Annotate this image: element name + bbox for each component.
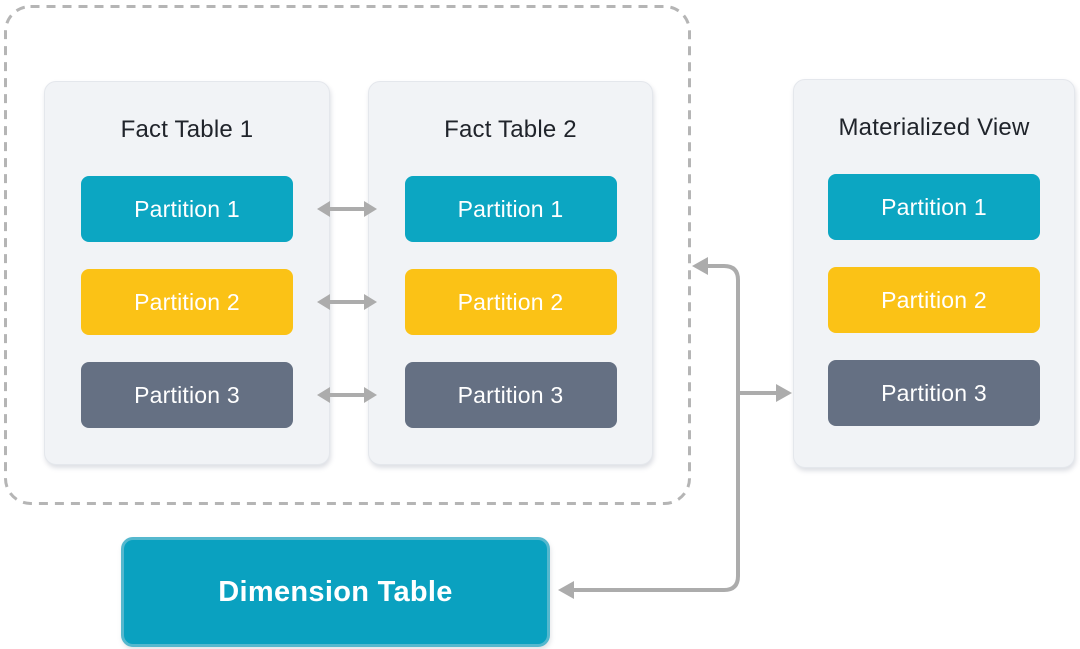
arrowhead-to-fact-tables-icon	[692, 257, 708, 275]
fact-table-1-partition-3: Partition 3	[81, 362, 293, 428]
arrowhead-to-dimension-table-icon	[558, 581, 574, 599]
dimension-table-box: Dimension Table	[121, 537, 550, 647]
arrowhead-to-materialized-view-icon	[776, 384, 792, 402]
materialized-view-card: Materialized View Partition 1 Partition …	[793, 79, 1075, 468]
fact-table-1-title: Fact Table 1	[120, 116, 254, 143]
materialized-view-title: Materialized View	[838, 114, 1030, 141]
fact-table-1-partition-2: Partition 2	[81, 269, 293, 335]
fact-table-2-partitions: Partition 1 Partition 2 Partition 3	[404, 176, 617, 428]
fact-table-2-partition-3: Partition 3	[404, 362, 617, 428]
materialized-view-partition-2: Partition 2	[828, 267, 1040, 333]
fact-table-2-partition-2: Partition 2	[404, 269, 617, 335]
fact-table-1-partitions: Partition 1 Partition 2 Partition 3	[81, 176, 293, 428]
fact-table-2-title: Fact Table 2	[444, 116, 577, 143]
fact-table-2-card: Fact Table 2 Partition 1 Partition 2 Par…	[368, 81, 653, 465]
fact-table-2-partition-1: Partition 1	[404, 176, 617, 242]
materialized-view-partitions: Partition 1 Partition 2 Partition 3	[828, 174, 1040, 426]
fact-table-1-partition-1: Partition 1	[81, 176, 293, 242]
fact-table-1-card: Fact Table 1 Partition 1 Partition 2 Par…	[44, 81, 330, 465]
materialized-view-partition-1: Partition 1	[828, 174, 1040, 240]
materialized-view-partition-3: Partition 3	[828, 360, 1040, 426]
